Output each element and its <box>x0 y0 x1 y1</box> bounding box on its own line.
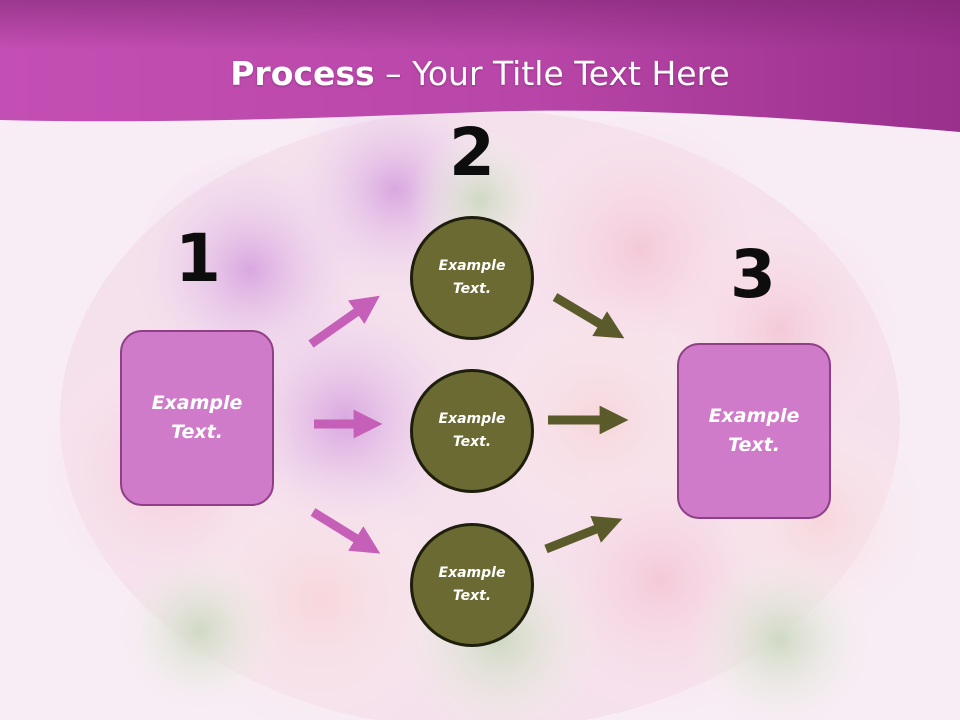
slide-title: Process – Your Title Text Here <box>0 52 960 96</box>
arrow-box1-to-circle-bottom <box>310 508 381 554</box>
circle-top-line1: Example <box>438 258 506 274</box>
step-1-box-line2: Text. <box>171 421 223 443</box>
step-number-1: 1 <box>175 220 221 297</box>
step-number-2: 2 <box>449 114 495 191</box>
step-1-box-line1: Example <box>151 392 243 414</box>
step-3-box-line1: Example <box>708 405 800 427</box>
arrow-box1-to-circle-top <box>308 295 380 348</box>
step-1-box[interactable]: Example Text. <box>120 330 274 506</box>
circle-bottom-line2: Text. <box>452 588 492 604</box>
arrow-circle-bottom-to-box3 <box>544 515 623 554</box>
title-rest: – Your Title Text Here <box>374 54 730 93</box>
title-bold: Process <box>230 54 375 93</box>
step-number-3: 3 <box>730 236 776 313</box>
circle-bottom-line1: Example <box>438 565 506 581</box>
circle-middle-line2: Text. <box>452 434 492 450</box>
circle-middle-line1: Example <box>438 411 506 427</box>
step-2-circle-middle[interactable]: Example Text. <box>410 369 534 493</box>
step-2-circle-bottom[interactable]: Example Text. <box>410 523 534 647</box>
arrow-circle-top-to-box3 <box>552 293 625 339</box>
step-3-box[interactable]: Example Text. <box>677 343 831 519</box>
circle-top-line2: Text. <box>452 281 492 297</box>
step-3-box-line2: Text. <box>728 434 780 456</box>
step-2-circle-top[interactable]: Example Text. <box>410 216 534 340</box>
